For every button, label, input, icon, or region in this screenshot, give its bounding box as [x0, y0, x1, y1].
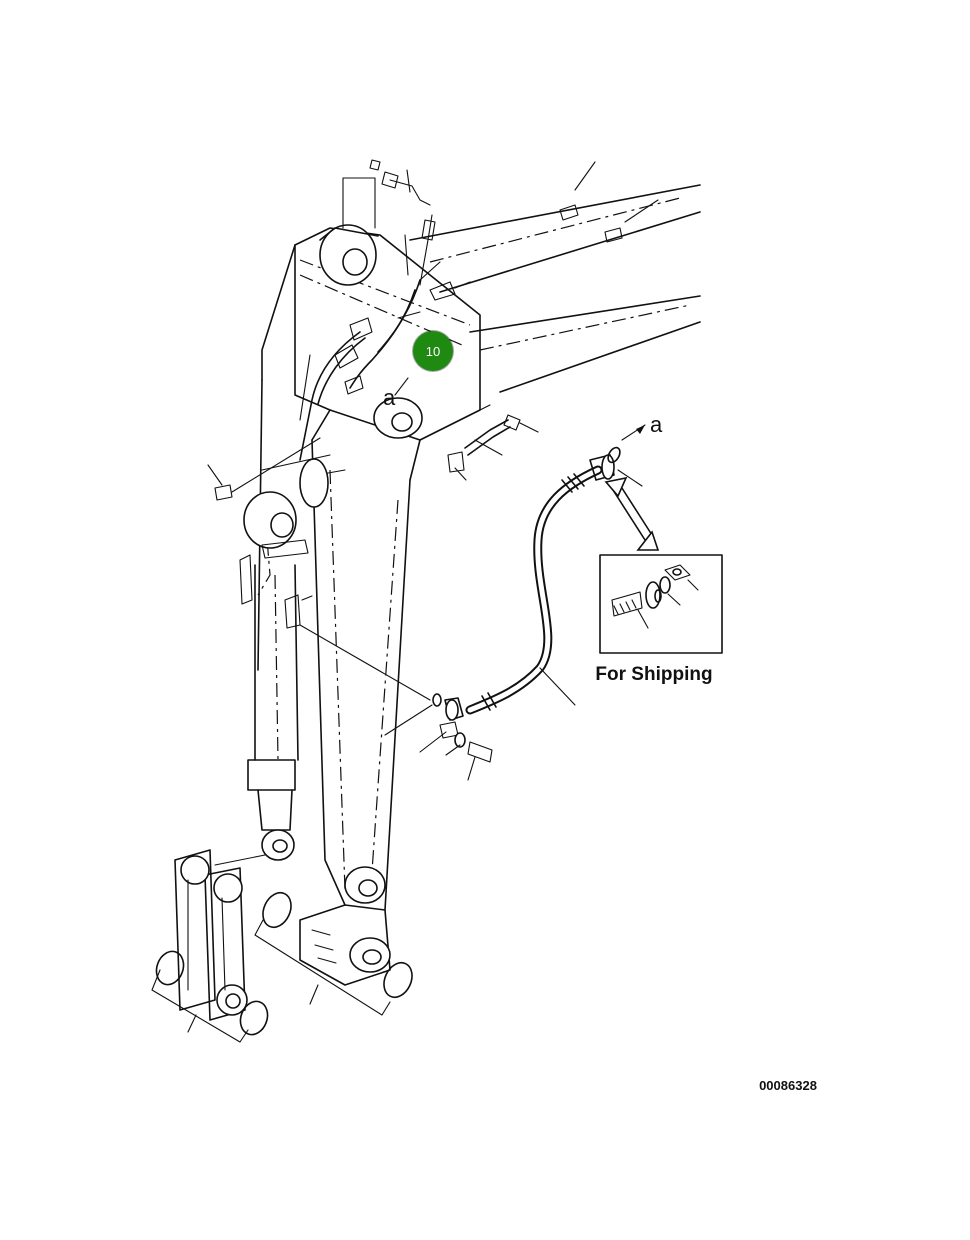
callout-hotspot-10[interactable]: 10 [413, 331, 453, 371]
fitting-left [207, 437, 321, 501]
cylinder-clamps [239, 354, 431, 701]
flexible-grease-hose: a [384, 412, 663, 781]
boom-cylinder [243, 454, 346, 861]
boom-pin-o-rings [254, 891, 413, 1016]
grease-line-right [447, 414, 539, 481]
shipping-detail-box [599, 554, 723, 654]
arm-assembly [409, 161, 701, 393]
drawing-number: 00086328 [759, 1078, 817, 1093]
boom-assembly [257, 224, 491, 986]
view-marker-a-detail: a [650, 412, 663, 437]
grease-line-upper: a [299, 159, 471, 461]
callout-number: 10 [425, 343, 441, 359]
for-shipping-caption: For Shipping [595, 664, 712, 685]
view-marker-a: a [383, 385, 396, 410]
link-assembly [151, 849, 269, 1043]
shipping-detail-link-arrow [604, 476, 660, 551]
